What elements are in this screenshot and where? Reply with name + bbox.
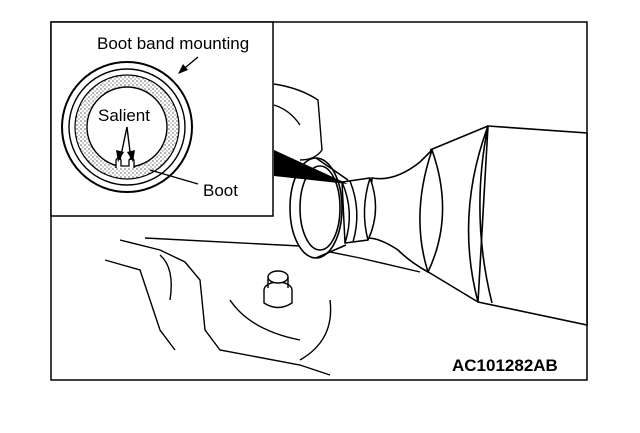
label-boot: Boot <box>203 181 238 200</box>
drive-shaft-tube <box>424 125 588 326</box>
pointer-wedge <box>274 150 348 184</box>
transaxle-housing <box>104 83 421 376</box>
shaft-body <box>367 148 444 274</box>
label-boot-band-mounting: Boot band mounting <box>97 34 249 53</box>
joint-housing <box>289 157 349 259</box>
arrowheads <box>116 64 188 162</box>
boot-band-ring <box>341 177 377 244</box>
figure-reference-code: AC101282AB <box>452 356 558 375</box>
label-salient: Salient <box>98 106 150 125</box>
bolt-head <box>263 270 293 309</box>
